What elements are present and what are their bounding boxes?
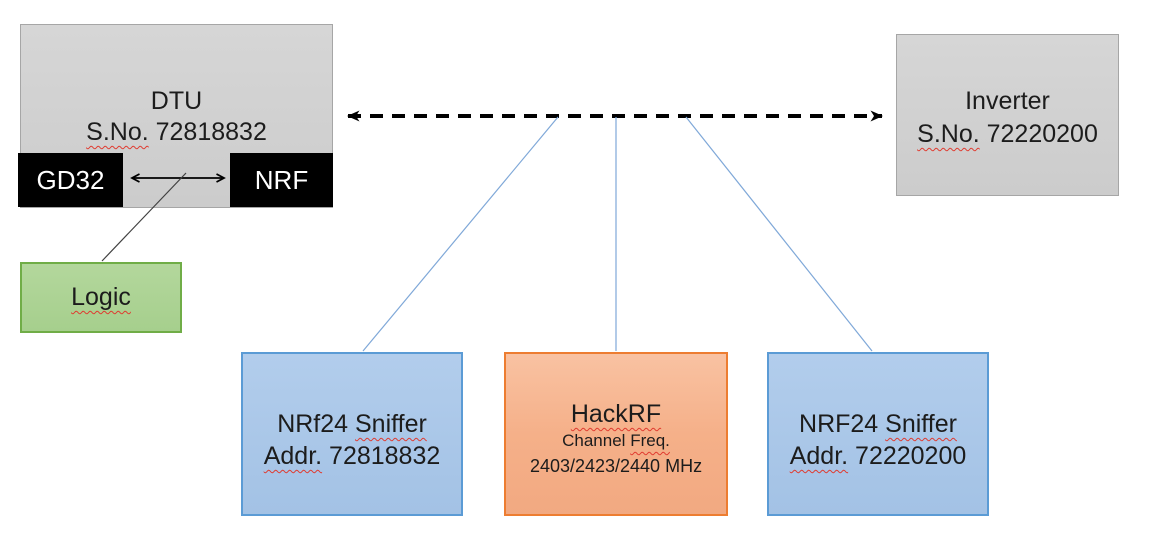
- sniffer-right-type: Sniffer: [885, 410, 957, 438]
- sniffer-left-addr-value: 72818832: [322, 442, 441, 470]
- hackrf-channel-line: Channel Freq.: [506, 429, 726, 453]
- sniffer-right-model: NRF24: [799, 410, 886, 438]
- inverter-serial: S.No. 72220200: [897, 118, 1118, 151]
- dtu-text: DTU S.No. 72818832: [21, 86, 332, 148]
- sniffer-left-addr-label: Addr.: [263, 442, 323, 470]
- sniffer-right-addr-value: 72220200: [848, 442, 967, 470]
- dtu-serial: S.No. 72818832: [21, 117, 332, 148]
- dtu-serial-label: S.No.: [86, 118, 149, 146]
- nrf24-sniffer-left-text: NRf24 Sniffer Addr. 72818832: [243, 408, 461, 472]
- inverter-title: Inverter: [965, 87, 1050, 115]
- sniffer-right-connector-line: [685, 116, 873, 352]
- sniffer-right-addr-label: Addr.: [789, 442, 849, 470]
- hackrf-name: HackRF: [570, 400, 662, 428]
- sniffer-left-address: Addr. 72818832: [243, 440, 461, 472]
- hackrf-channel-word: Freq.: [630, 431, 670, 450]
- nrf24-sniffer-right-text: NRF24 Sniffer Addr. 72220200: [769, 408, 987, 472]
- hackrf-title: HackRF: [506, 399, 726, 429]
- gd32-chip-label: GD32: [36, 164, 105, 195]
- inverter-serial-label: S.No.: [917, 120, 980, 148]
- hackrf-box: HackRF Channel Freq. 2403/2423/2440 MHz: [504, 352, 728, 516]
- sniffer-right-title: NRF24 Sniffer: [769, 408, 987, 440]
- nrf-chip: NRF: [230, 153, 333, 207]
- sniffer-right-address: Addr. 72220200: [769, 440, 987, 472]
- sniffer-left-model: NRf24: [277, 410, 355, 438]
- dtu-title: DTU: [150, 87, 203, 115]
- inverter-text: Inverter S.No. 72220200: [897, 85, 1118, 151]
- sniffer-left-type: Sniffer: [355, 410, 427, 438]
- nrf24-sniffer-left-box: NRf24 Sniffer Addr. 72818832: [241, 352, 463, 516]
- logic-box: Logic: [20, 262, 182, 333]
- nrf24-sniffer-right-box: NRF24 Sniffer Addr. 72220200: [767, 352, 989, 516]
- nrf-chip-label: NRF: [254, 164, 309, 195]
- inverter-box: Inverter S.No. 72220200: [896, 34, 1119, 196]
- hackrf-channel-prefix: Channel: [562, 431, 631, 450]
- sniffer-left-title: NRf24 Sniffer: [243, 408, 461, 440]
- sniffer-left-connector-line: [362, 116, 559, 352]
- hackrf-text: HackRF Channel Freq. 2403/2423/2440 MHz: [506, 399, 726, 479]
- hackrf-frequencies: 2403/2423/2440 MHz: [529, 456, 703, 476]
- gd32-chip: GD32: [18, 153, 123, 207]
- logic-label: Logic: [71, 283, 131, 311]
- inverter-serial-number: 72220200: [979, 120, 1098, 148]
- dtu-serial-number: 72818832: [148, 118, 267, 146]
